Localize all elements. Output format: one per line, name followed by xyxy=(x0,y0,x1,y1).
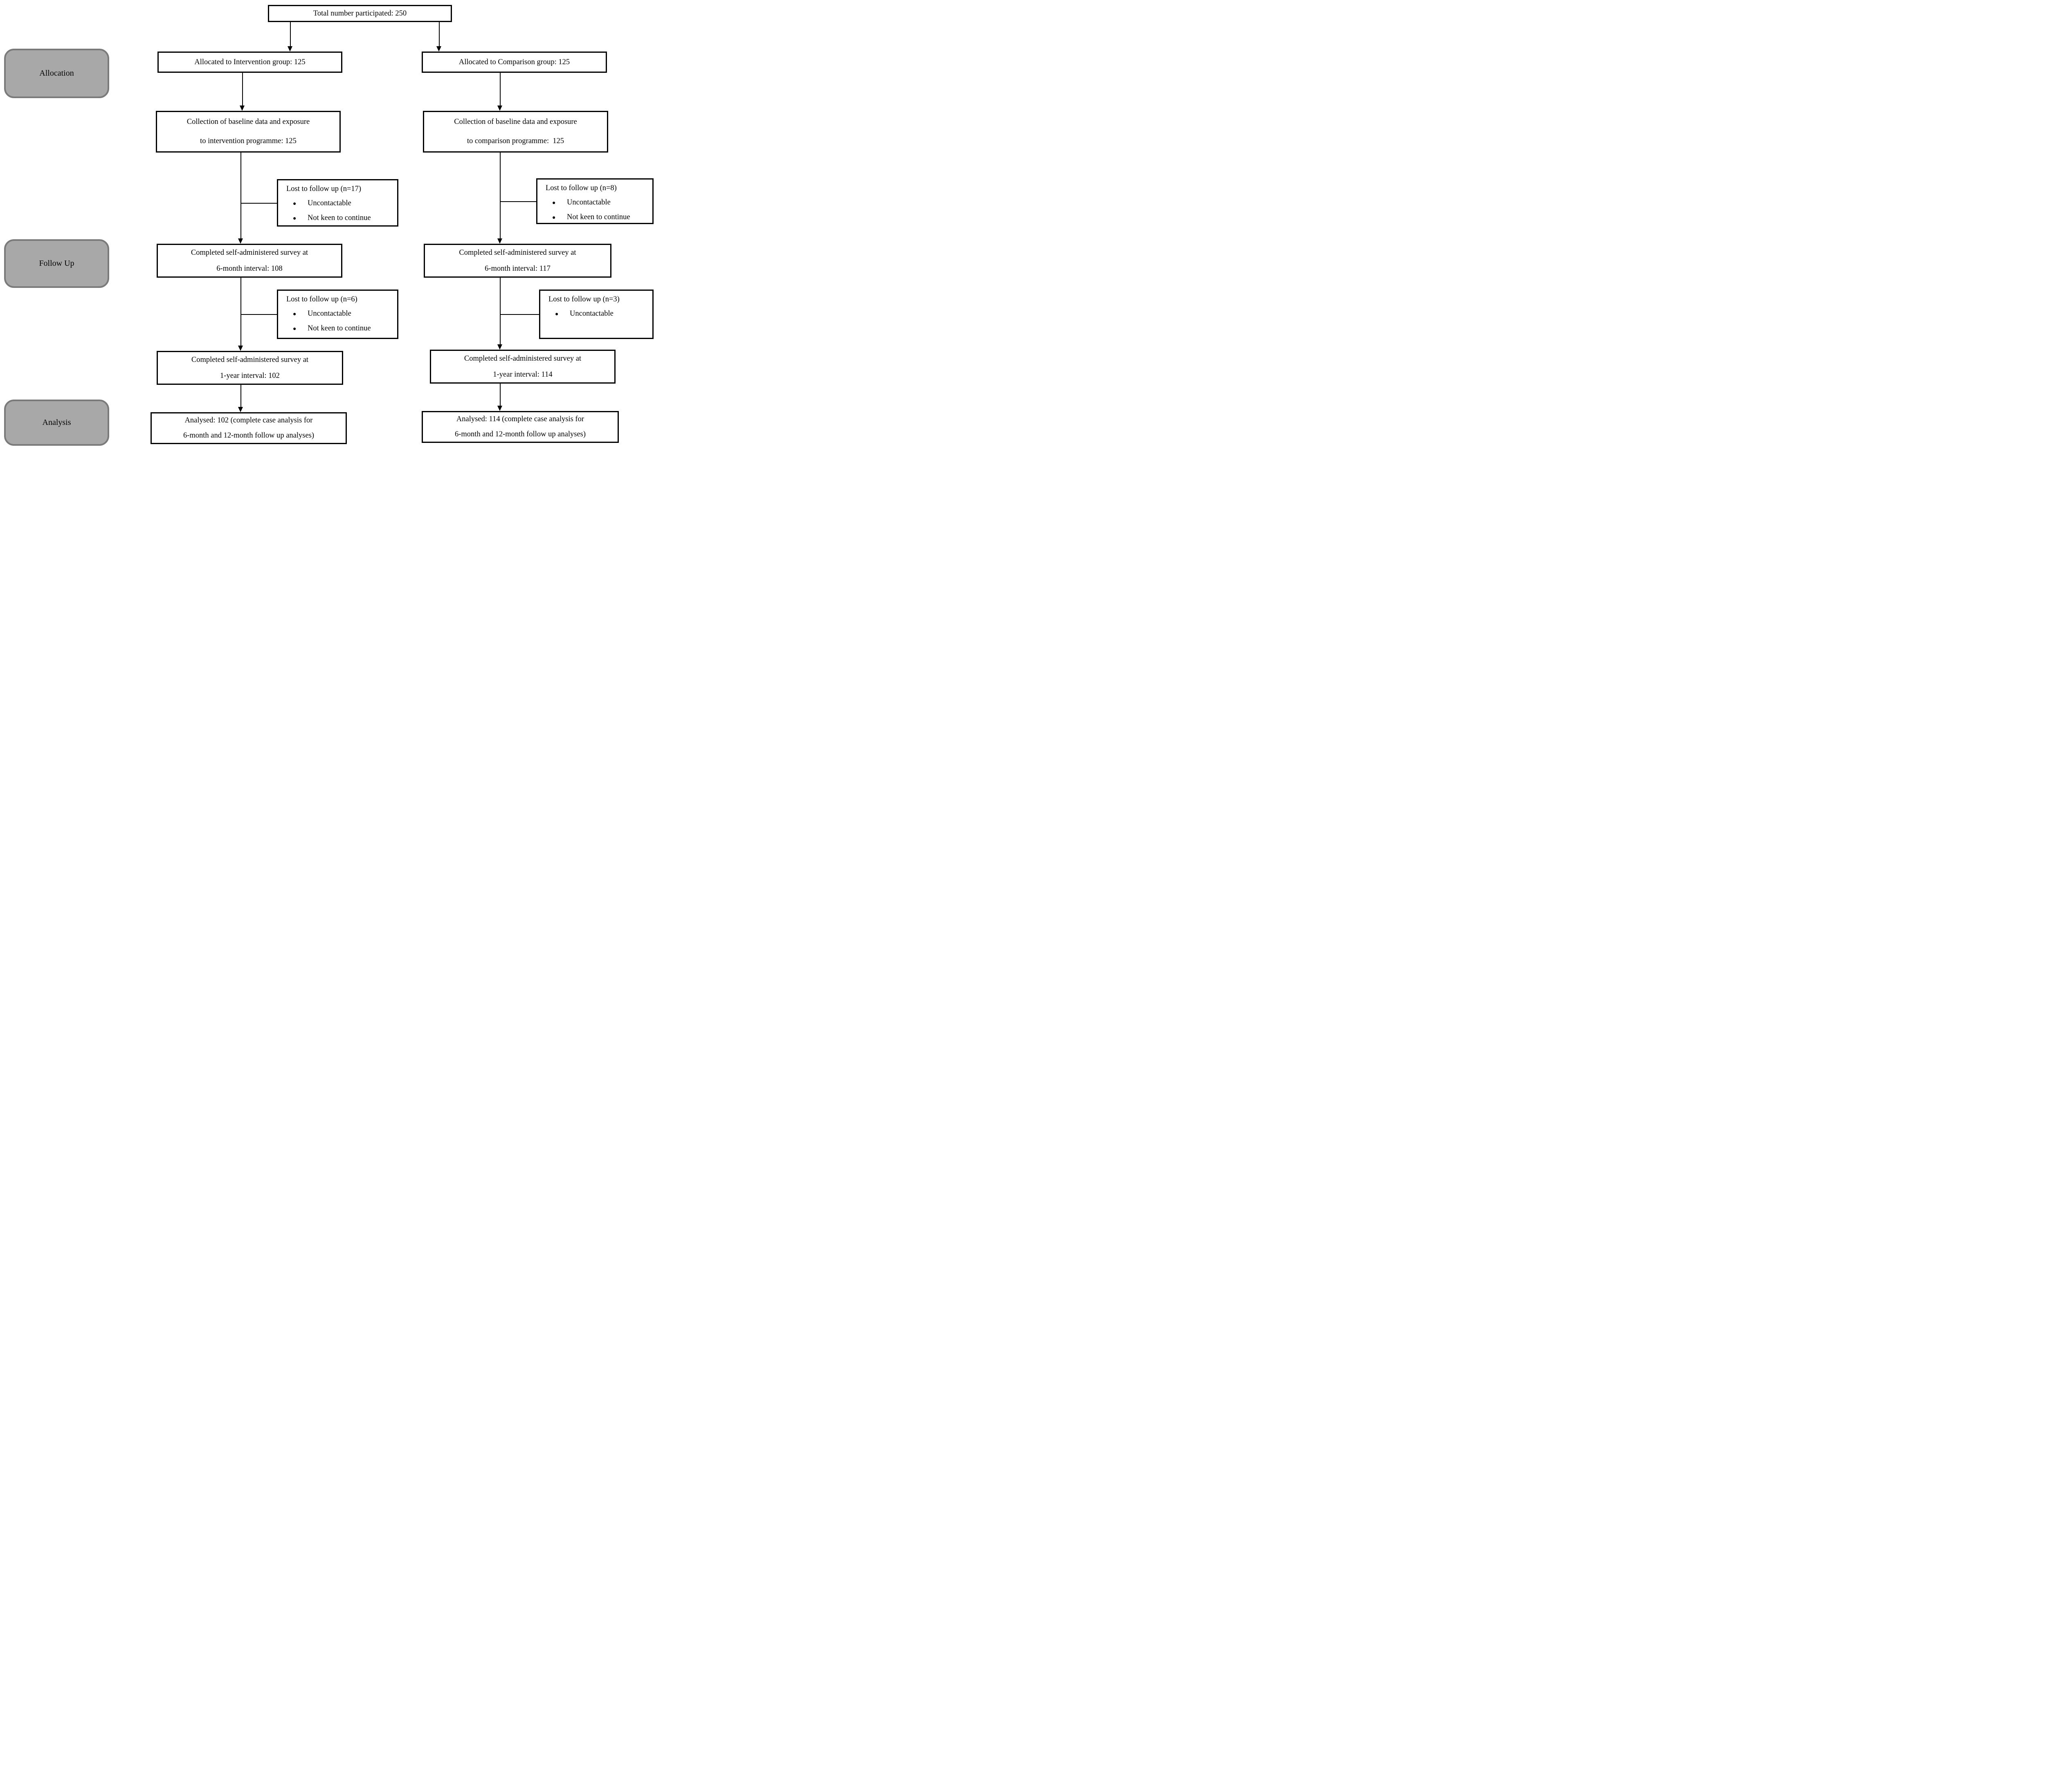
bullet-item: ● Uncontactable xyxy=(281,196,395,211)
intervention-lost-12m-bullet1: Uncontactable xyxy=(308,310,351,318)
bullet-icon: ● xyxy=(552,200,556,206)
comparison-lost-12m-title: Lost to follow up (n=3) xyxy=(548,295,620,303)
total-participated-box: Total number participated: 250 xyxy=(268,5,452,22)
intervention-survey-12m-line2: 1-year interval: 102 xyxy=(220,371,280,380)
intervention-baseline-line1: Collection of baseline data and exposure xyxy=(187,118,310,126)
arrowhead-down-icon xyxy=(238,238,243,244)
connector-line xyxy=(240,385,241,407)
stage-label-analysis: Analysis xyxy=(4,400,109,446)
comparison-allocated-text: Allocated to Comparison group: 125 xyxy=(458,58,570,66)
comparison-lost-6m-title: Lost to follow up (n=8) xyxy=(546,184,617,192)
connector-line xyxy=(290,22,291,47)
branch-line xyxy=(240,203,277,204)
comparison-lost-6m-box: Lost to follow up (n=8) ● Uncontactable … xyxy=(536,178,654,224)
branch-line xyxy=(500,201,536,202)
connector-line xyxy=(500,278,501,345)
comparison-allocated-box: Allocated to Comparison group: 125 xyxy=(422,52,607,73)
comparison-survey-12m-box: Completed self-administered survey at 1-… xyxy=(430,350,616,384)
arrowhead-down-icon xyxy=(497,238,502,244)
stage-label-allocation-text: Allocation xyxy=(39,69,74,78)
bullet-icon: ● xyxy=(555,311,559,317)
intervention-lost-6m-box: Lost to follow up (n=17) ● Uncontactable… xyxy=(277,179,398,227)
bullet-item: ● Not keen to continue xyxy=(281,321,395,336)
bullet-item: ● Uncontactable xyxy=(540,195,650,210)
connector-line xyxy=(500,384,501,406)
branch-line xyxy=(240,314,277,315)
comparison-baseline-line2: to comparison programme: 125 xyxy=(467,137,564,145)
intervention-survey-6m-box: Completed self-administered survey at 6-… xyxy=(157,244,342,278)
comparison-lost-12m-bullet1: Uncontactable xyxy=(570,310,614,318)
comparison-lost-12m-box: Lost to follow up (n=3) ● Uncontactable xyxy=(539,290,654,339)
bullet-item: ● Not keen to continue xyxy=(281,211,395,226)
comparison-survey-12m-line1: Completed self-administered survey at xyxy=(464,354,582,363)
comparison-survey-6m-box: Completed self-administered survey at 6-… xyxy=(424,244,611,278)
intervention-lost-12m-box: Lost to follow up (n=6) ● Uncontactable … xyxy=(277,290,398,339)
bullet-icon: ● xyxy=(293,311,297,317)
comparison-analysed-line2: 6-month and 12-month follow up analyses) xyxy=(454,430,586,438)
comparison-lost-6m-bullet1: Uncontactable xyxy=(567,198,611,207)
bullet-icon: ● xyxy=(293,326,297,332)
intervention-baseline-box: Collection of baseline data and exposure… xyxy=(156,111,341,153)
comparison-baseline-box: Collection of baseline data and exposure… xyxy=(423,111,608,153)
intervention-lost-6m-bullet2: Not keen to continue xyxy=(308,214,371,222)
comparison-survey-12m-line2: 1-year interval: 114 xyxy=(493,370,553,379)
comparison-baseline-line1: Collection of baseline data and exposure xyxy=(454,118,577,126)
intervention-analysed-line1: Analysed: 102 (complete case analysis fo… xyxy=(184,416,313,424)
intervention-lost-12m-title: Lost to follow up (n=6) xyxy=(286,295,357,303)
arrowhead-down-icon xyxy=(238,407,243,412)
bullet-icon: ● xyxy=(293,201,297,207)
intervention-allocated-box: Allocated to Intervention group: 125 xyxy=(157,52,342,73)
arrowhead-down-icon xyxy=(436,46,441,52)
stage-label-allocation: Allocation xyxy=(4,49,109,98)
arrowhead-down-icon xyxy=(238,346,243,351)
arrowhead-down-icon xyxy=(497,106,502,111)
connector-line xyxy=(439,22,440,47)
bullet-item: ● Uncontactable xyxy=(281,307,395,321)
bullet-item: ● Uncontactable xyxy=(543,307,650,321)
comparison-lost-6m-bullet2: Not keen to continue xyxy=(567,213,630,221)
intervention-survey-12m-box: Completed self-administered survey at 1-… xyxy=(157,351,343,385)
intervention-lost-12m-bullet2: Not keen to continue xyxy=(308,324,371,332)
comparison-analysed-box: Analysed: 114 (complete case analysis fo… xyxy=(422,411,619,443)
comparison-analysed-line1: Analysed: 114 (complete case analysis fo… xyxy=(456,415,584,423)
intervention-survey-6m-line1: Completed self-administered survey at xyxy=(191,248,308,257)
stage-label-analysis-text: Analysis xyxy=(42,418,71,427)
connector-line xyxy=(240,153,241,239)
comparison-survey-6m-line2: 6-month interval: 117 xyxy=(485,264,551,273)
intervention-baseline-line2: to intervention programme: 125 xyxy=(200,137,297,145)
intervention-survey-6m-line2: 6-month interval: 108 xyxy=(216,264,283,273)
intervention-analysed-box: Analysed: 102 (complete case analysis fo… xyxy=(151,412,347,444)
bullet-icon: ● xyxy=(552,215,556,221)
arrowhead-down-icon xyxy=(288,46,292,52)
total-participated-text: Total number participated: 250 xyxy=(313,9,407,18)
intervention-allocated-text: Allocated to Intervention group: 125 xyxy=(194,58,306,66)
arrowhead-down-icon xyxy=(497,344,502,350)
consort-flow-diagram: Allocation Follow Up Analysis Total numb… xyxy=(0,0,655,448)
bullet-icon: ● xyxy=(293,216,297,222)
stage-label-follow-up: Follow Up xyxy=(4,239,109,288)
arrowhead-down-icon xyxy=(240,106,245,111)
connector-line xyxy=(240,278,241,346)
intervention-analysed-line2: 6-month and 12-month follow up analyses) xyxy=(183,431,315,440)
connector-line xyxy=(242,73,243,106)
bullet-item: ● Not keen to continue xyxy=(540,210,650,225)
connector-line xyxy=(500,73,501,106)
stage-label-follow-up-text: Follow Up xyxy=(39,259,74,268)
branch-line xyxy=(500,314,539,315)
arrowhead-down-icon xyxy=(497,406,502,411)
connector-line xyxy=(500,153,501,239)
intervention-lost-6m-bullet1: Uncontactable xyxy=(308,199,351,207)
comparison-survey-6m-line1: Completed self-administered survey at xyxy=(459,248,576,257)
intervention-lost-6m-title: Lost to follow up (n=17) xyxy=(286,185,362,193)
intervention-survey-12m-line1: Completed self-administered survey at xyxy=(191,355,309,364)
